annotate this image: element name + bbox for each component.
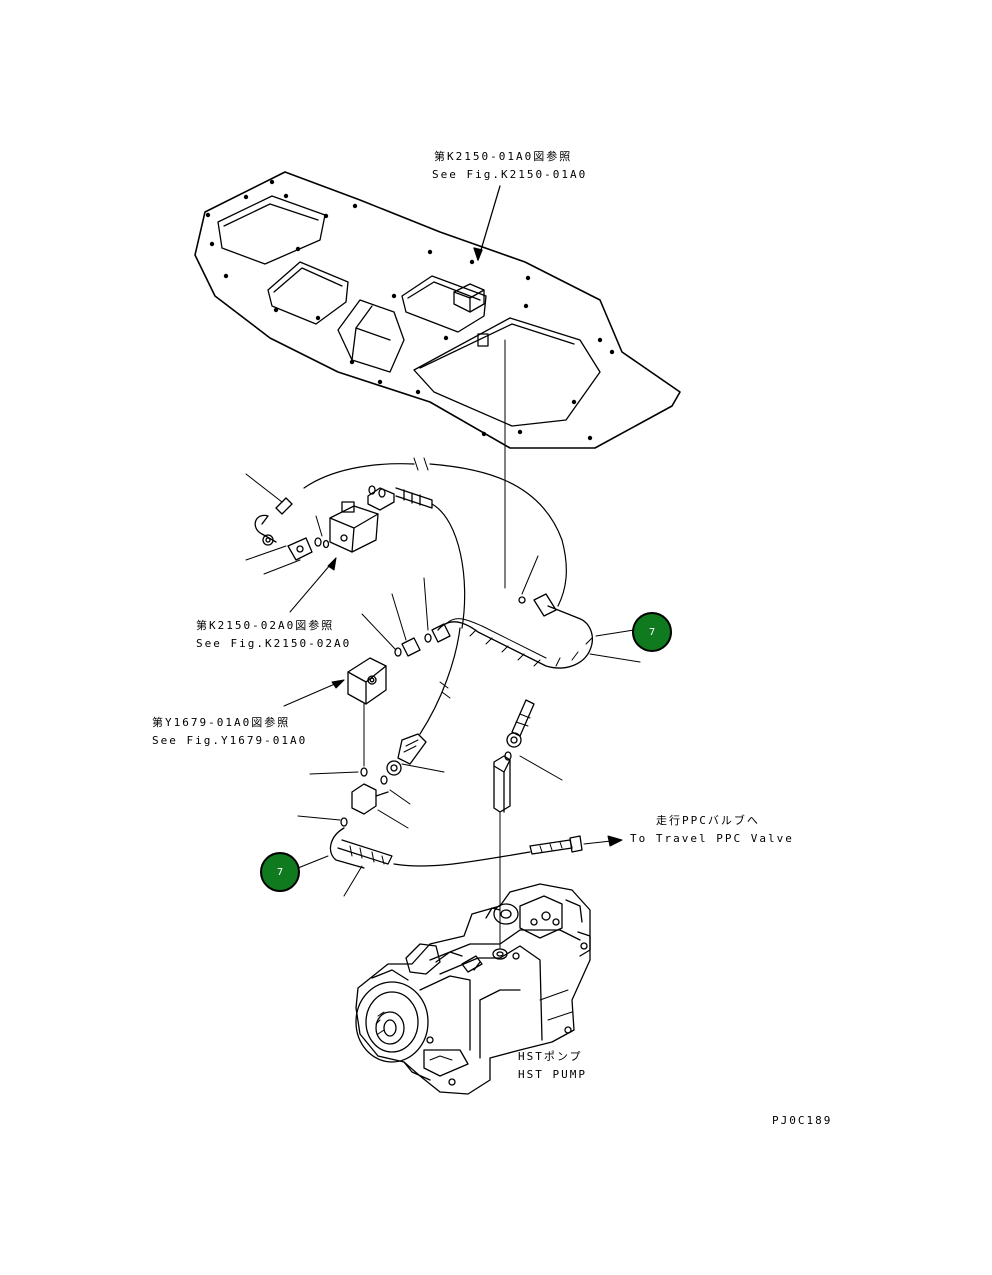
floor-plate bbox=[194, 171, 681, 449]
sensor bbox=[493, 755, 511, 813]
ref-k2150-02a0-jp: 第K2150-02A0図参照 bbox=[196, 619, 335, 632]
right-hose-fitting bbox=[504, 699, 535, 761]
leader-k2150-01a0 bbox=[477, 185, 501, 261]
ref-k2150-01a0-en: See Fig.K2150-01A0 bbox=[432, 168, 588, 181]
arrowhead bbox=[473, 247, 483, 261]
pump-label-jp: HSTポンプ bbox=[518, 1050, 583, 1063]
destination-jp: 走行PPCバルブへ bbox=[656, 814, 760, 827]
ref-k2150-02a0-en: See Fig.K2150-02A0 bbox=[196, 637, 352, 650]
ref-k2150-01a0-jp: 第K2150-01A0図参照 bbox=[434, 150, 573, 163]
hose-fitting-mid bbox=[380, 733, 427, 785]
pressure-switch-block bbox=[347, 657, 387, 705]
drawing-code: PJ0C189 bbox=[772, 1114, 833, 1127]
middle-fittings bbox=[394, 593, 593, 669]
part-callout-7-lower[interactable]: 7 bbox=[260, 852, 300, 892]
pump-label-en: HST PUMP bbox=[518, 1068, 587, 1081]
valve-block-upper bbox=[254, 485, 433, 561]
ref-y1679-01a0-jp: 第Y1679-01A0図参照 bbox=[152, 716, 291, 729]
ref-y1679-01a0-en: See Fig.Y1679-01A0 bbox=[152, 734, 308, 747]
part-callout-7-upper[interactable]: 7 bbox=[632, 612, 672, 652]
destination-en: To Travel PPC Valve bbox=[630, 832, 794, 845]
hst-pump-drawing bbox=[355, 883, 591, 1095]
tee-fitting bbox=[340, 783, 389, 827]
